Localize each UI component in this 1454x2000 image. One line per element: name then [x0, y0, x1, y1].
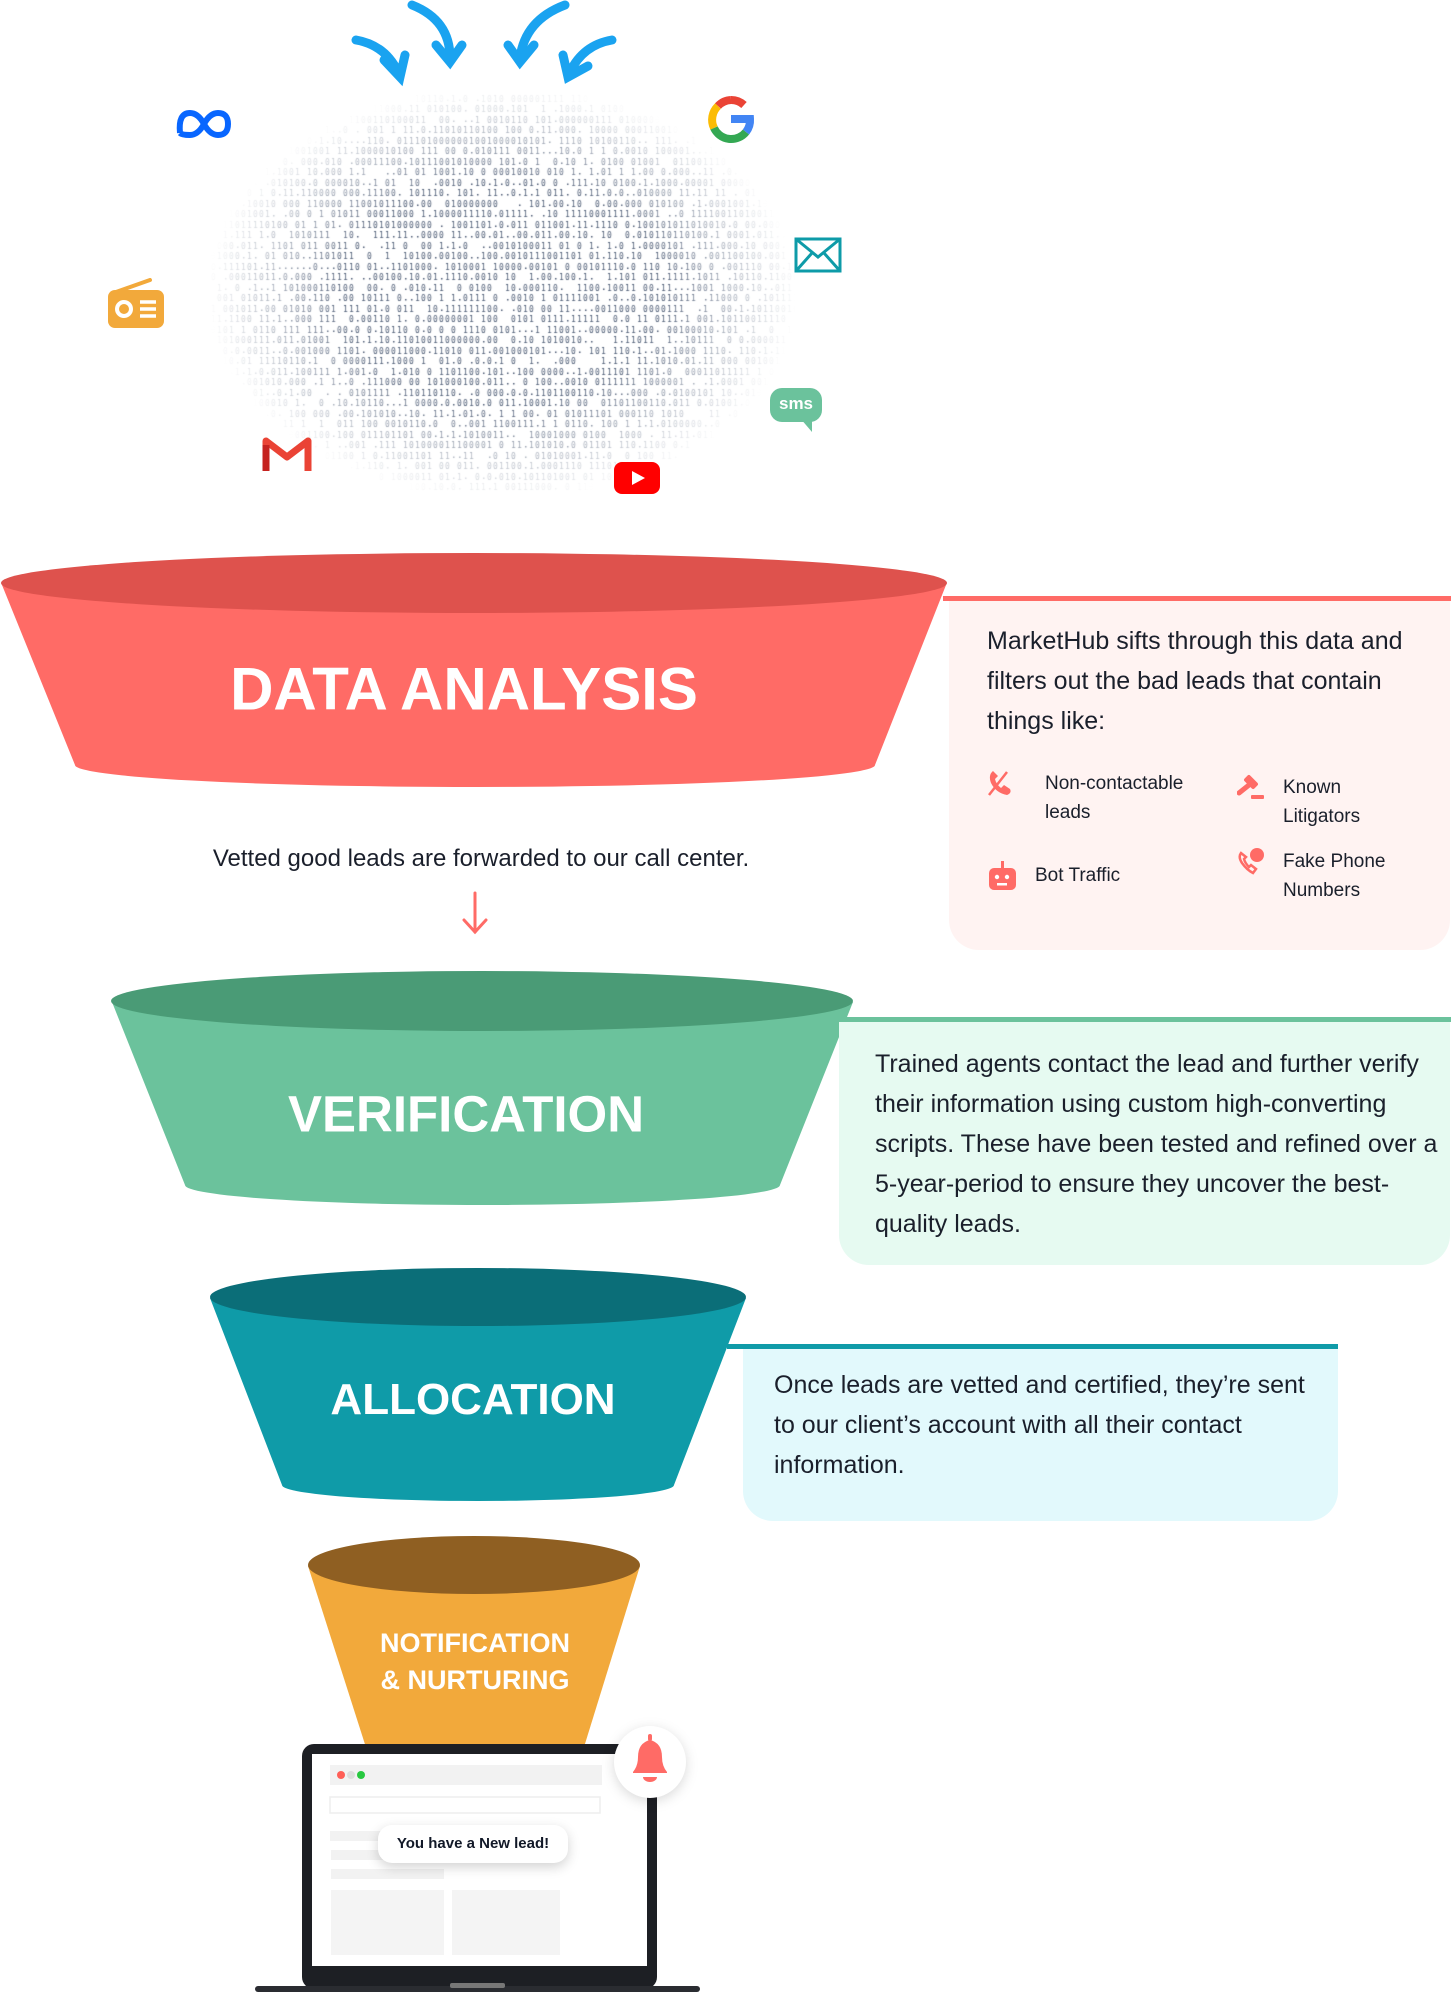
funnel-verification: [111, 971, 853, 1206]
stage-title-notification: NOTIFICATION & NURTURING: [380, 1625, 570, 1699]
verification-description: Trained agents contact the lead and furt…: [875, 1050, 1438, 1238]
gmail-icon: [262, 437, 312, 471]
verification-panel: Trained agents contact the lead and furt…: [839, 1022, 1450, 1265]
arrow-down-icon: [462, 891, 488, 935]
window-close-dot: [337, 1771, 345, 1779]
feature-label: Known: [1283, 777, 1342, 798]
feature-label: Fake Phone: [1283, 851, 1386, 872]
feature-label: Numbers: [1283, 880, 1361, 901]
feature-label: Non-contactable: [1045, 773, 1184, 794]
email-icon: [794, 237, 842, 273]
sms-icon: sms: [770, 388, 822, 434]
google-icon: [708, 96, 754, 144]
feature-label: leads: [1045, 802, 1091, 823]
meta-icon: [176, 109, 232, 139]
forward-note: Vetted good leads are forwarded to our c…: [212, 845, 750, 872]
feature-non-contactable: Non-contactable leads: [987, 769, 1183, 827]
stage-title-line: NOTIFICATION: [380, 1628, 570, 1658]
stage-title-line: & NURTURING: [380, 1665, 570, 1695]
allocation-divider: [727, 1344, 1338, 1349]
stage-title-data-analysis: DATA ANALYSIS: [230, 655, 698, 723]
radio-icon: [108, 278, 164, 328]
feature-label: Litigators: [1283, 806, 1361, 827]
stage-title-allocation: ALLOCATION: [330, 1375, 616, 1424]
binary-data-cloud: [205, 85, 795, 495]
funnel-allocation: [210, 1268, 746, 1501]
gavel-icon: [1237, 775, 1264, 799]
data-analysis-divider: [943, 596, 1451, 601]
incoming-arrows-icon: [351, 0, 617, 87]
data-analysis-panel: MarketHub sifts through this data and fi…: [949, 601, 1450, 950]
youtube-icon: [614, 462, 660, 494]
stage-title-verification: VERIFICATION: [287, 1085, 645, 1143]
allocation-panel: Once leads are vetted and certified, the…: [743, 1349, 1338, 1521]
fake-phone-icon: [1238, 848, 1264, 875]
feature-bot-traffic: Bot Traffic: [987, 861, 1120, 891]
data-analysis-description: MarketHub sifts through this data and fi…: [987, 627, 1403, 735]
sms-label: sms: [778, 394, 814, 413]
allocation-description: Once leads are vetted and certified, the…: [774, 1371, 1305, 1479]
verification-divider: [842, 1017, 1451, 1022]
funnel-notification: [308, 1536, 640, 1760]
new-lead-toast: You have a New lead!: [378, 1825, 568, 1863]
phone-slash-icon: [988, 771, 1011, 796]
robot-icon: [989, 861, 1016, 890]
bell-notification-icon: [614, 1726, 686, 1798]
feature-label: Bot Traffic: [1035, 865, 1121, 886]
funnel-data-analysis: [1, 553, 947, 787]
